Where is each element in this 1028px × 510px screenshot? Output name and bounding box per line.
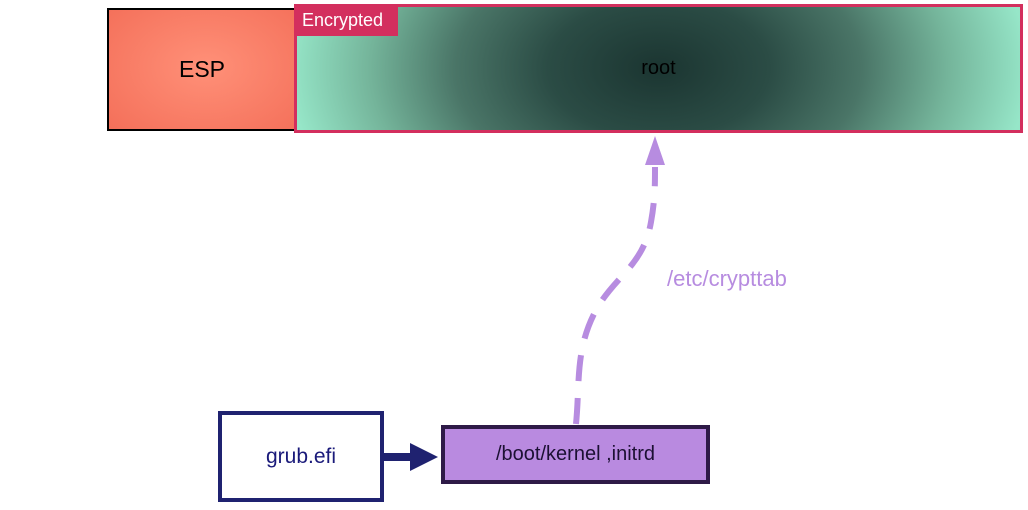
crypttab-arrow-line (573, 166, 658, 425)
kernel-initrd-box: /boot/kernel ,initrd (441, 425, 710, 484)
esp-label: ESP (178, 56, 226, 82)
crypttab-label: /etc/crypttab (667, 266, 787, 291)
encrypted-tag-label: Encrypted (302, 10, 384, 30)
esp-partition: ESP (107, 8, 297, 131)
root-partition: Encrypted root (294, 4, 1023, 133)
encrypted-tag: Encrypted (294, 4, 399, 36)
grub-efi-label: grub.efi (265, 444, 337, 468)
grub-to-kernel-arrow (383, 443, 438, 471)
crypttab-arrowhead (645, 136, 665, 165)
root-label: root (641, 57, 676, 79)
grub-efi-box: grub.efi (218, 411, 384, 502)
kernel-initrd-label: /boot/kernel ,initrd (496, 443, 655, 465)
